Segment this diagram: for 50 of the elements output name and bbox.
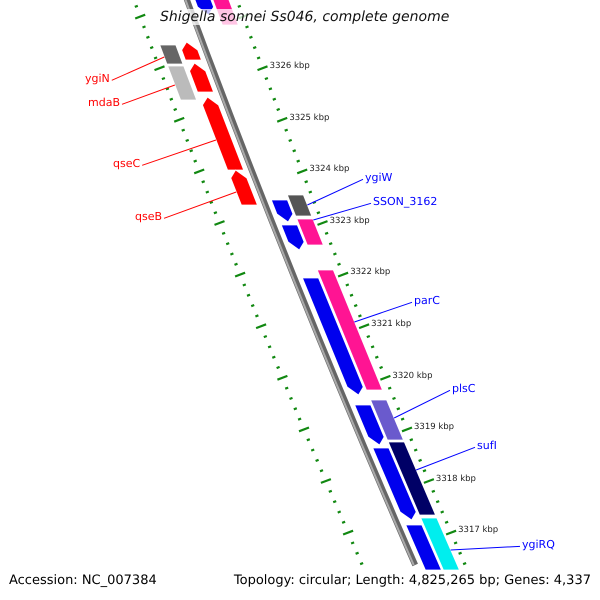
gene-segment [202,96,244,170]
scale-label: 3323 kbp [330,216,370,227]
gene-segment [167,66,198,100]
footer-text: Topology: circular; Length: 4,825,265 bp; Genes: 4,337 [234,574,591,589]
gene-segment [159,44,184,64]
gene-label: ygiN [85,73,110,86]
scale-label: 3324 kbp [309,165,350,175]
leader-line [312,202,372,220]
leader-line [394,390,450,418]
scale-label: 3326 kbp [270,62,310,72]
leader-line [450,546,520,550]
gene-segment [286,194,312,216]
gene-label: qseC [113,158,140,171]
footer-text: Accession: NC_007384 [9,574,157,589]
leader-line [354,302,412,322]
leader-line [416,446,476,470]
gene-segment [181,41,202,60]
scale-label: 3319 kbp [414,423,454,433]
gene-segment [388,442,436,516]
scale-label: 3325 kbp [289,114,330,124]
leader-line [142,140,216,166]
scale-label: 3320 kbp [392,372,432,382]
scale-label: 3317 kbp [458,526,498,536]
leader-line [111,56,165,81]
gene-segment [372,448,417,521]
gene-segment [420,518,460,570]
leader-line [164,192,237,219]
gene-label: qseB [135,211,162,224]
gene-segment [230,169,258,206]
gene-label: sufI [477,440,497,453]
gene-segment [296,218,324,246]
gene-segment [302,278,364,396]
scale-label: 3321 kbp [371,320,412,330]
gene-segment [405,524,442,570]
gene-segment [189,62,214,92]
scale-label: 3322 kbp [350,268,390,278]
gene-label: ygiW [365,172,392,185]
gene-segment [280,224,305,251]
map-title: Shigella sonnei Ss046, complete genome [160,9,450,26]
scale-label: 3318 kbp [436,474,476,485]
leader-line [306,178,364,206]
gene-label: plsC [452,383,476,396]
gene-segment [370,400,404,440]
gene-segment [354,404,385,446]
gene-label: parC [414,295,440,308]
gene-segment [270,200,294,223]
gene-label: SSON_3162 [373,196,438,209]
leader-line [122,84,176,105]
gene-label: ygiRQ [522,539,555,552]
gene-label: mdaB [88,97,120,110]
